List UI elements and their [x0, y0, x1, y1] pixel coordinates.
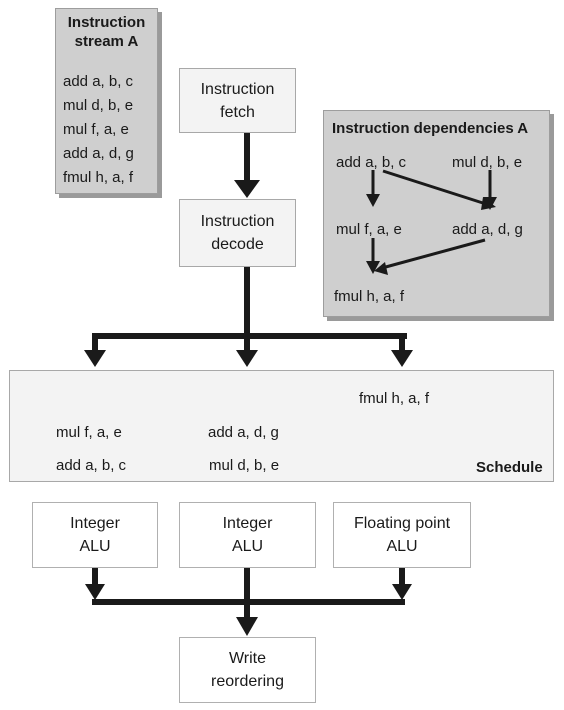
split-mid-stem	[244, 333, 250, 353]
fetch-to-decode-arrowhead	[234, 180, 260, 198]
alu1-arrowhead	[85, 584, 105, 600]
floating-point-alu: Floating point ALU	[333, 502, 471, 568]
alu3-arrowhead	[392, 584, 412, 600]
stream-title: Instruction stream A	[67, 14, 146, 50]
instruction-dependencies-panel: Instruction dependencies A add a, b, c m…	[323, 110, 550, 317]
merge-down-line	[244, 568, 250, 620]
dep-node-mul-dbe: mul d, b, e	[452, 154, 523, 171]
schedule-mul-fae: mul f, a, e	[56, 424, 122, 441]
dep-arrowhead-5	[374, 262, 388, 275]
dep-arrowhead-1	[366, 194, 380, 207]
dep-node-mul-fae: mul f, a, e	[336, 221, 402, 238]
write-reordering-box: Write reordering	[179, 637, 316, 703]
schedule-box: fmul h, a, f mul f, a, e add a, d, g add…	[9, 370, 554, 482]
stream-instruction: mul d, b, e	[63, 97, 134, 114]
alu3-stem	[399, 568, 405, 588]
schedule-fmul-haf: fmul h, a, f	[359, 390, 430, 407]
instruction-decode-box: Instruction decode	[179, 199, 296, 267]
alu1-stem	[92, 568, 98, 588]
integer-alu-2: Integer ALU	[179, 502, 316, 568]
schedule-add-adg: add a, d, g	[208, 424, 279, 441]
decode-down-line	[244, 267, 250, 339]
split-right-arrowhead	[391, 350, 413, 367]
stream-instruction: add a, d, g	[63, 145, 134, 162]
fetch-to-decode-line	[244, 133, 250, 183]
stream-instruction: mul f, a, e	[63, 121, 129, 138]
dep-arrow-add-adg-to-fmul	[381, 238, 486, 270]
dependencies-title: Instruction dependencies A	[332, 120, 529, 137]
dep-node-fmul-haf: fmul h, a, f	[334, 288, 405, 305]
split-right-stem	[399, 333, 405, 353]
merge-arrowhead	[236, 617, 258, 636]
instruction-fetch-box: Instruction fetch	[179, 68, 296, 133]
instruction-stream-panel: Instruction stream A add a, b, c mul d, …	[55, 8, 158, 194]
integer-alu-1: Integer ALU	[32, 502, 158, 568]
dep-arrowhead-3	[483, 197, 497, 210]
dep-node-add-adg: add a, d, g	[452, 221, 523, 238]
stream-instruction: fmul h, a, f	[63, 169, 134, 186]
stream-instruction: add a, b, c	[63, 73, 134, 90]
schedule-label: Schedule	[476, 459, 543, 476]
split-left-stem	[92, 333, 98, 353]
dep-node-add-abc: add a, b, c	[336, 154, 407, 171]
split-left-arrowhead	[84, 350, 106, 367]
split-mid-arrowhead	[236, 350, 258, 367]
schedule-add-abc: add a, b, c	[56, 457, 127, 474]
dep-arrow-add-abc-to-add-adg	[382, 169, 487, 206]
dep-arrowhead-4	[366, 261, 380, 274]
schedule-mul-dbe: mul d, b, e	[209, 457, 280, 474]
